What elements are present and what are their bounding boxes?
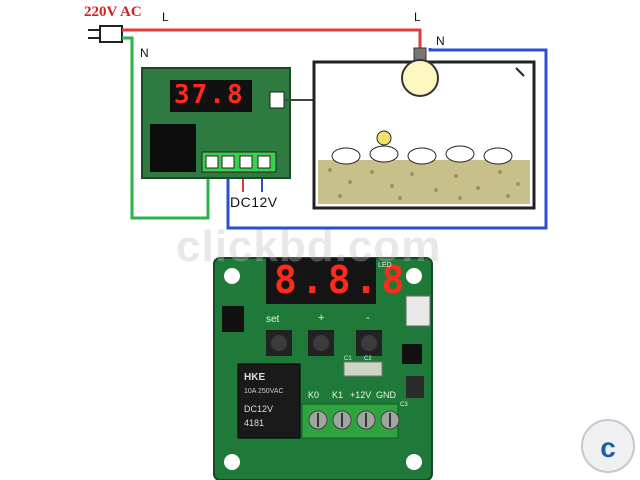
c3-label: C3: [400, 402, 408, 408]
clickbd-logo: c: [581, 419, 635, 473]
btn-plus-label: +: [318, 312, 325, 324]
terminal-label-gnd: GND: [376, 390, 396, 400]
controller-display-reading: 37.8: [174, 80, 245, 110]
live-label-2: L: [414, 10, 421, 24]
relay-model: DC12V: [244, 404, 274, 414]
terminal-label-12v: +12V: [350, 390, 372, 400]
neutral-wire-blue: [226, 48, 548, 230]
transistor: [402, 344, 422, 364]
neutral-label-1: N: [140, 46, 149, 60]
board-display-reading: 8.8.8: [274, 258, 409, 302]
dc-label: DC12V: [230, 194, 278, 210]
power-label: 220V AC: [84, 4, 142, 20]
sensor-port: [269, 91, 285, 109]
power-plug-icon: [88, 25, 123, 43]
controller-display: [170, 80, 252, 112]
live-wire: [122, 28, 422, 48]
neutral-wire-green: [122, 36, 210, 220]
resistor-bank: [343, 361, 383, 377]
board-buttons: [266, 330, 382, 356]
terminal-label-k0: K0: [308, 390, 320, 400]
svg-text:c: c: [600, 432, 616, 463]
controller-relay: [150, 124, 196, 172]
relay-module: [237, 363, 301, 439]
c1-label: C1: [344, 356, 352, 362]
watermark: clickbd.com: [176, 222, 442, 271]
relay-code: 4181: [244, 418, 265, 428]
microcontroller-chip: [222, 306, 244, 332]
relay-rating: 10A 250VAC: [244, 388, 284, 395]
relay-brand: HKE: [244, 372, 266, 383]
board-display: [266, 258, 376, 304]
neutral-label-2: N: [436, 34, 445, 48]
sensor-connector: [405, 295, 431, 327]
live-label-1: L: [162, 10, 169, 24]
c2-label: C2: [364, 356, 372, 362]
btn-set-label: set: [266, 314, 280, 325]
terminal-label-k1: K1: [332, 390, 344, 400]
btn-minus-label: -: [366, 312, 370, 324]
led-label: LED: [378, 262, 392, 269]
lamp-icon: [401, 47, 439, 97]
capacitor: [406, 376, 424, 398]
